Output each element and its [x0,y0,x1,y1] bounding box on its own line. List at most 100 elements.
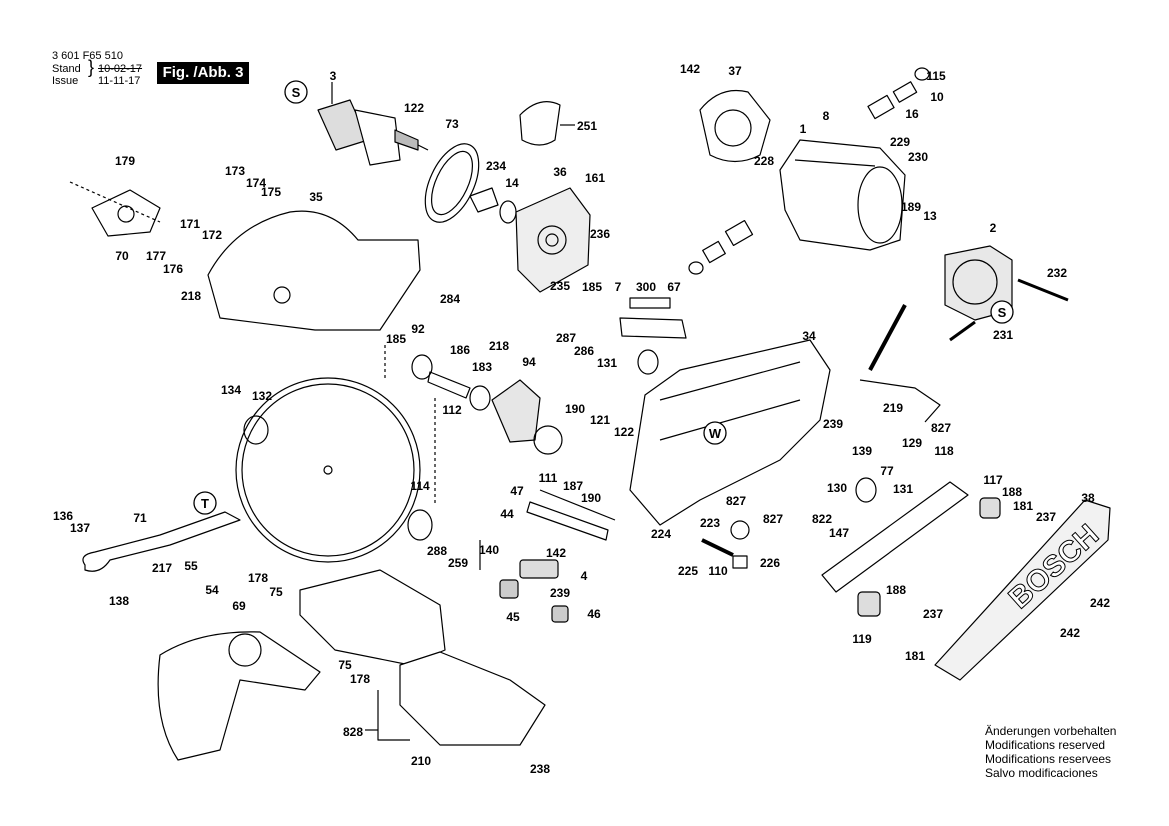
drive-belt [821,481,969,593]
block-67 [619,317,687,339]
bearing-14 [499,200,517,224]
part-label-218b: 218 [489,339,509,353]
pulley-119 [857,591,881,617]
note-fr: Modifications reservees [985,752,1112,766]
part-label-36: 36 [553,165,567,179]
part-label-239b: 239 [550,586,570,600]
callout-t: T [201,496,209,511]
bushing-226 [732,555,748,569]
part-label-46: 46 [587,607,601,621]
belt-cover [934,499,1111,681]
part-label-147: 147 [829,526,849,540]
part-label-828: 828 [343,725,363,739]
flange-92 [411,354,433,380]
stand-date: 10-02-17 [98,63,143,75]
part-label-223: 223 [700,516,720,530]
part-label-121: 121 [590,413,610,427]
part-label-4: 4 [581,569,588,583]
part-label-10: 10 [930,90,944,104]
part-label-228: 228 [754,154,774,168]
part-label-55: 55 [184,559,198,573]
part-label-110: 110 [708,564,728,578]
part-label-75b: 75 [338,658,352,672]
part-label-239: 239 [823,417,843,431]
part-label-190b: 190 [581,491,601,505]
part-label-237b: 237 [923,607,943,621]
callout-s: S [292,85,301,100]
part-label-140: 140 [479,543,499,557]
part-label-138: 138 [109,594,129,608]
end-shield [515,187,591,293]
callout-circle-s2 [990,300,1014,324]
part-label-827c: 827 [763,512,783,526]
flange-132 [243,415,269,445]
part-label-219: 219 [883,401,903,415]
part-label-92: 92 [411,322,425,336]
figure-label: Fig. /Abb. 3 [157,62,249,84]
part-label-139: 139 [852,444,872,458]
dust-bag-frame [399,651,546,746]
part-label-122: 122 [404,101,424,115]
part-label-34: 34 [802,329,816,343]
saw-blade [235,377,421,563]
part-label-7: 7 [615,280,622,294]
dust-chute [299,569,446,666]
part-label-251: 251 [577,119,597,133]
part-label-226: 226 [760,556,780,570]
part-label-242b: 242 [1060,626,1080,640]
part-label-185: 185 [386,332,406,346]
part-label-3: 3 [330,69,337,83]
part-label-54: 54 [205,583,219,597]
bracket-231 [949,320,976,342]
part-label-827: 827 [931,421,951,435]
part-label-237: 237 [1036,510,1056,524]
callout-w: W [709,426,722,441]
part-label-288: 288 [427,544,447,558]
part-label-118: 118 [934,444,954,458]
bolt-232 [1017,278,1069,302]
part-label-225: 225 [678,564,698,578]
part-label-112: 112 [442,403,462,417]
part-label-181: 181 [1013,499,1033,513]
callout-circle-t [193,491,217,515]
callout-circle-w [703,421,727,445]
part-label-238: 238 [530,762,550,776]
bearing-183 [469,385,491,411]
part-label-35: 35 [309,190,323,204]
part-label-187: 187 [563,479,583,493]
handle-part-4 [519,559,559,579]
part-label-67: 67 [667,280,681,294]
part-label-69: 69 [232,599,246,613]
lower-blade-guard [157,631,321,761]
part-label-236: 236 [590,227,610,241]
washer-131-upper [637,349,659,375]
part-label-1: 1 [800,122,807,136]
armature [317,82,429,166]
stand-label: Stand [52,63,81,75]
part-label-210: 210 [411,754,431,768]
part-label-71: 71 [133,511,147,525]
brace: } [88,57,95,77]
doc-number: 3 601 F65 510 [52,50,123,62]
part-label-284: 284 [440,292,460,306]
brush-holder-upper [867,94,895,120]
part-label-38: 38 [1081,491,1095,505]
part-label-232: 232 [1047,266,1067,280]
plate-234 [469,187,499,213]
part-label-73: 73 [445,117,459,131]
part-label-827b: 827 [726,494,746,508]
part-label-183: 183 [472,360,492,374]
part-label-161: 161 [585,171,605,185]
part-label-300: 300 [636,280,656,294]
saw-main-body [629,339,831,526]
part-label-122b: 122 [614,425,634,439]
part-label-129: 129 [902,436,922,450]
part-label-75: 75 [269,585,283,599]
gear-guard [699,89,771,163]
part-label-132: 132 [252,389,272,403]
part-label-94: 94 [522,355,536,369]
part-label-115: 115 [926,69,946,83]
gearbox-94 [491,379,541,443]
part-label-286: 286 [574,344,594,358]
part-label-822: 822 [812,512,832,526]
